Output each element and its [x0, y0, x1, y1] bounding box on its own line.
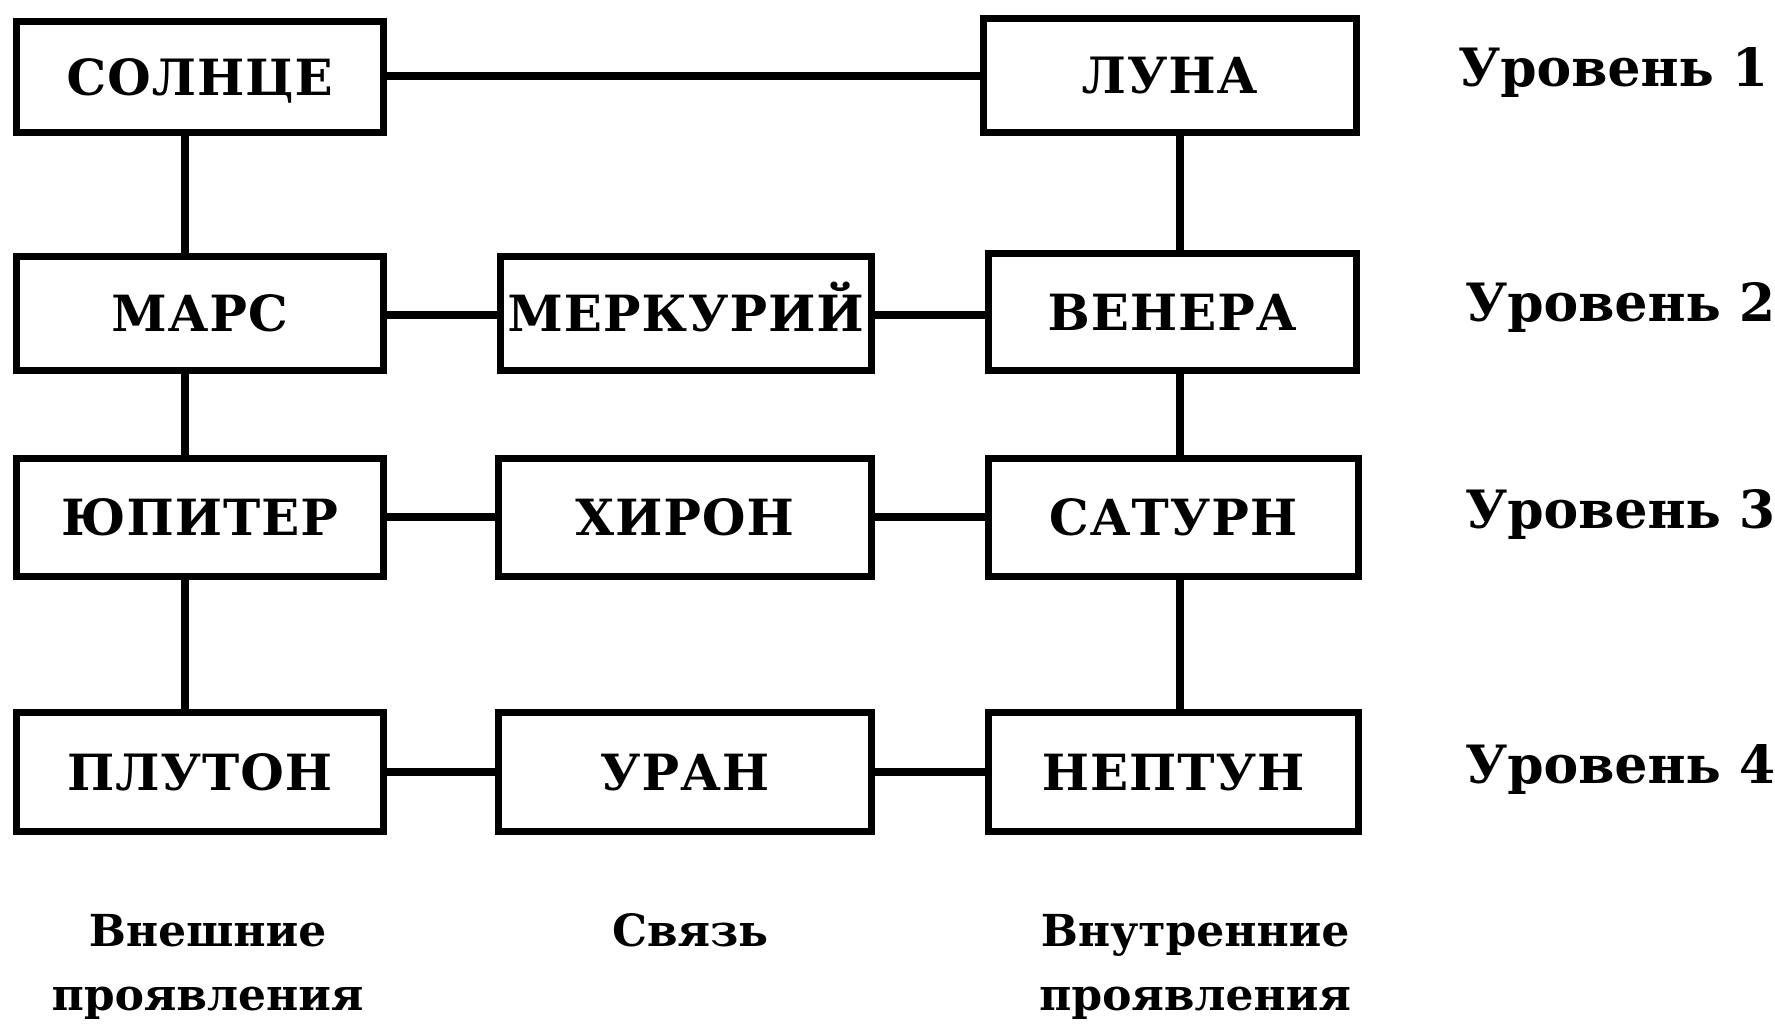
node-sun: СОЛНЦЕ: [13, 18, 387, 136]
column-label-inner-line2: проявления: [1039, 970, 1351, 1021]
connector-pluto-uranus: [385, 768, 499, 776]
column-label-outer: Внешние проявления: [30, 900, 385, 1028]
connector-sun-moon: [385, 72, 983, 80]
connector-mercury-venus: [873, 311, 987, 319]
connector-mars-mercury: [385, 311, 499, 319]
connector-mars-jupiter: [181, 372, 189, 457]
node-saturn: САТУРН: [985, 455, 1362, 580]
column-label-inner-line1: Внутренние: [1040, 906, 1350, 957]
node-uranus: УРАН: [495, 709, 875, 835]
level-label-3: Уровень 3: [1465, 480, 1775, 541]
node-mercury: МЕРКУРИЙ: [497, 253, 875, 374]
level-label-4: Уровень 4: [1465, 735, 1775, 796]
connector-venus-saturn: [1176, 372, 1184, 457]
column-label-inner: Внутренние проявления: [1010, 900, 1380, 1028]
connector-moon-venus: [1176, 136, 1184, 255]
node-moon: ЛУНА: [980, 15, 1360, 136]
node-chiron: ХИРОН: [495, 455, 875, 580]
level-label-1: Уровень 1: [1458, 38, 1769, 99]
node-jupiter: ЮПИТЕР: [13, 455, 387, 580]
connector-uranus-neptune: [873, 768, 987, 776]
level-label-2: Уровень 2: [1465, 273, 1775, 334]
node-pluto: ПЛУТОН: [13, 709, 387, 835]
connector-chiron-saturn: [873, 513, 987, 521]
node-venus: ВЕНЕРА: [985, 250, 1360, 374]
node-neptune: НЕПТУН: [985, 709, 1362, 835]
column-label-link: Связь: [611, 906, 769, 957]
node-mars: МАРС: [13, 253, 387, 374]
connector-jupiter-chiron: [385, 513, 499, 521]
column-label-outer-line2: проявления: [51, 970, 364, 1021]
connector-sun-mars: [181, 133, 189, 255]
connector-saturn-neptune: [1176, 578, 1184, 711]
connector-jupiter-pluto: [181, 578, 189, 711]
column-label-outer-line1: Внешние: [88, 906, 327, 957]
